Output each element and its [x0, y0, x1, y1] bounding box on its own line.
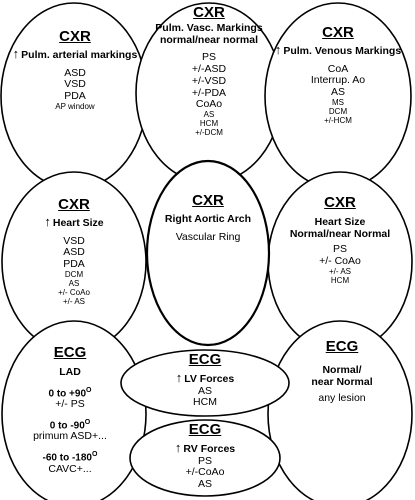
panel-cxr-heart-size-normal: CXR Heart Size Normal/near Normal PS +/-… [274, 194, 406, 286]
list-item-small: +/- AS [328, 266, 351, 276]
panel-subtitle: LAD [59, 365, 81, 378]
panel-title: CXR [193, 4, 225, 21]
panel-title: CXR [192, 192, 224, 209]
list-item-small: MS [332, 97, 344, 107]
panel-title: CXR [324, 194, 356, 211]
panel-ecg-rv-forces: ECG ↑RV Forces PS +/-CoAo AS [145, 421, 265, 491]
list-item: PS [332, 243, 347, 256]
oval-ecg-lv-forces [120, 349, 290, 417]
panel-subtitle: near Normal [311, 375, 373, 388]
list-item-small: AS [68, 278, 80, 288]
list-item: AS [197, 384, 212, 397]
list-item: any lesion [318, 392, 366, 405]
list-item: +/-ASD [191, 63, 227, 75]
list-item: CoAo [195, 98, 223, 111]
panel-ecg-lv-forces: ECG ↑LV Forces AS HCM [145, 351, 265, 409]
list-item-small: +/-DCM [195, 127, 223, 137]
list-item: +/-CoAo [185, 466, 225, 479]
panel-subtitle: Pulm. Vasc. Markings [155, 21, 263, 34]
axis-range: -60 to -180O [42, 451, 98, 464]
panel-cxr-pulm-venous: CXR ↑Pulm. Venous Markings CoA Interrup.… [268, 24, 408, 126]
panel-subtitle: ↑RV Forces [174, 439, 236, 455]
degree-sign: O [86, 386, 92, 394]
list-item: AS [197, 478, 212, 490]
panel-title: CXR [322, 24, 354, 41]
panel-title: ECG [325, 338, 359, 355]
axis-range: 0 to -90O [49, 418, 91, 432]
list-item: +/-PDA [191, 86, 227, 99]
list-item: AS [330, 86, 345, 98]
list-item: PS [201, 51, 216, 64]
list-item: PS [197, 454, 212, 467]
panel-ecg-normal: ECG Normal/ near Normal any lesion [284, 338, 400, 405]
list-item: +/-VSD [191, 74, 227, 87]
panel-cxr-right-aortic-arch: CXR Right Aortic Arch Vascular Ring [150, 192, 266, 243]
panel-cxr-heart-size: CXR ↑Heart Size VSD ASD PDA DCM AS +/- C… [14, 196, 134, 307]
list-item-small: +/- AS [62, 296, 85, 306]
list-item: PDA [63, 258, 85, 270]
panel-ecg-lad: ECG LAD 0 to +90O +/- PS 0 to -90O primu… [14, 344, 126, 475]
panel-subtitle: ↑Pulm. Venous Markings [274, 41, 402, 57]
degree-sign: O [92, 451, 98, 459]
list-item-small: AP window [55, 101, 95, 111]
list-item-small: AS [203, 110, 215, 119]
panel-subtitle: ↑Pulm. arterial markings [12, 45, 138, 61]
panel-subtitle: Normal/ [322, 363, 362, 376]
list-item: ASD [64, 66, 86, 79]
oval-ecg-rv-forces [129, 419, 281, 497]
oval-cxr-right-aortic-arch [145, 159, 271, 347]
list-item: +/- CoAo [319, 255, 361, 267]
list-item: VSD [64, 78, 86, 91]
panel-title: CXR [58, 196, 90, 213]
panel-cxr-pulm-arterial: CXR ↑Pulm. arterial markings ASD VSD PDA… [10, 28, 140, 112]
oval-ecg-lad [1, 320, 147, 500]
panel-cxr-pulm-vasc-normal: CXR Pulm. Vasc. Markings normal/near nor… [142, 4, 276, 138]
list-item: Interrup. Ao [310, 74, 366, 87]
list-item-small: HCM [199, 118, 219, 128]
panel-title: ECG [188, 351, 222, 368]
list-item: primum ASD+... [33, 430, 107, 443]
arrow-up-icon: ↑ [274, 41, 282, 57]
oval-ecg-normal [267, 320, 413, 500]
arrow-up-icon: ↑ [44, 213, 51, 229]
list-item-small: +/- CoAo [58, 287, 90, 297]
list-item: CoA [327, 62, 349, 75]
list-item-small: HCM [330, 275, 350, 285]
list-item: ASD [63, 246, 85, 259]
arrow-up-icon: ↑ [175, 369, 183, 385]
degree-sign: O [84, 418, 91, 426]
arrow-up-icon: ↑ [174, 439, 182, 455]
list-item: +/- PS [55, 398, 85, 411]
panel-subtitle: Normal/near Normal [289, 227, 391, 240]
panel-subtitle: Right Aortic Arch [164, 212, 252, 225]
panel-subtitle: normal/near normal [159, 33, 259, 46]
panel-subtitle: Heart Size [314, 215, 366, 228]
panel-title: CXR [59, 28, 91, 45]
list-item: HCM [193, 396, 217, 409]
axis-range: 0 to +90O [48, 386, 92, 399]
list-item-small: +/-HCM [324, 115, 352, 125]
panel-title: ECG [53, 344, 87, 361]
list-item: Vascular Ring [175, 230, 241, 243]
panel-subtitle: ↑LV Forces [175, 369, 235, 385]
panel-subtitle: ↑Heart Size [44, 213, 104, 229]
list-item-small: DCM [64, 269, 84, 279]
arrow-up-icon: ↑ [12, 45, 20, 61]
list-item: PDA [64, 90, 86, 102]
list-item-small: DCM [328, 106, 348, 116]
list-item: VSD [63, 234, 85, 247]
list-item: CAVC+... [48, 462, 92, 475]
panel-title: ECG [188, 421, 222, 438]
